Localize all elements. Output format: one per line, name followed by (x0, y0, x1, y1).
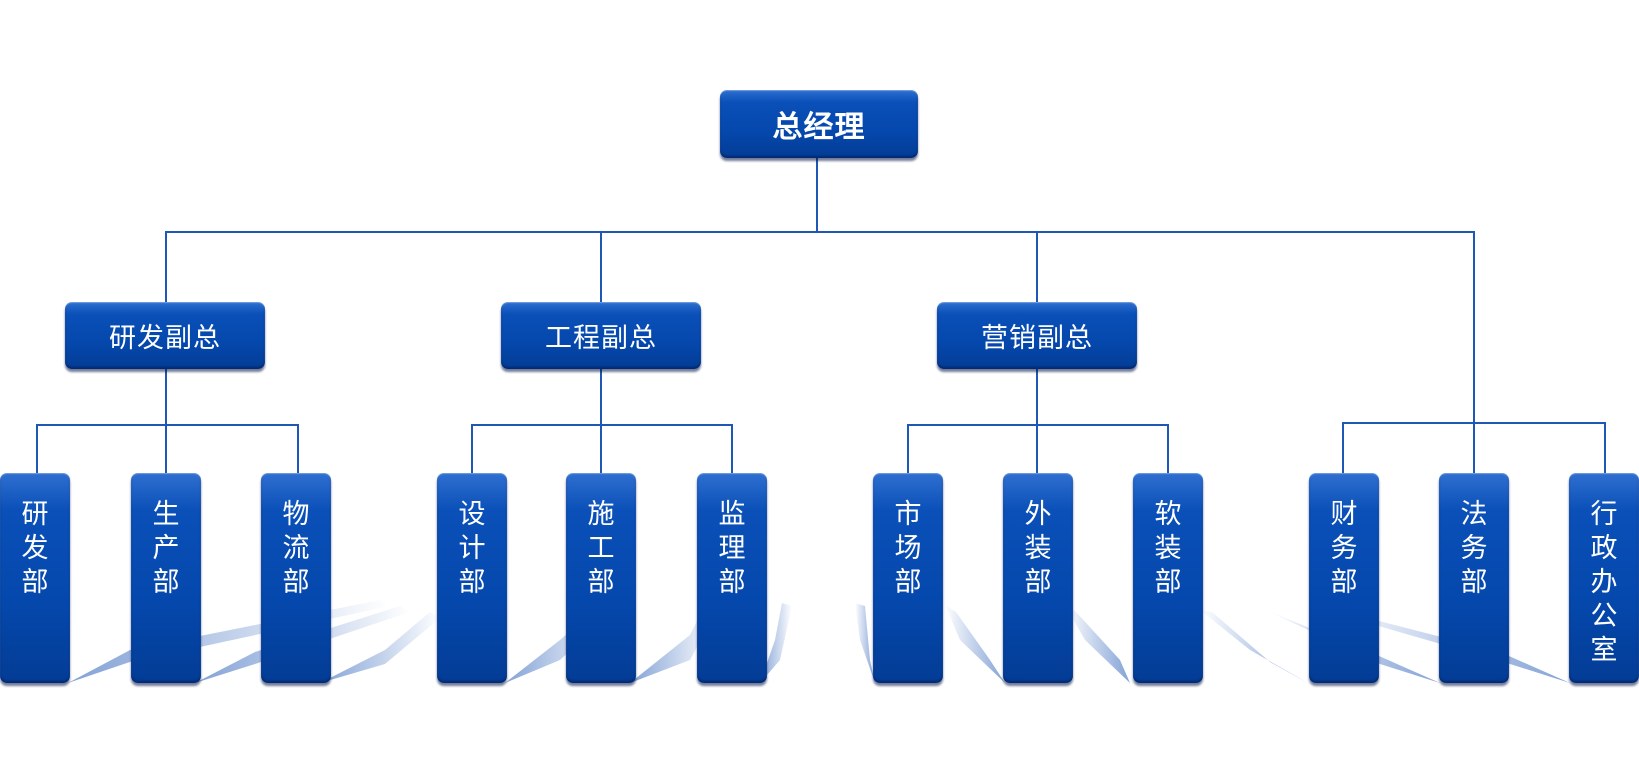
connector-group3-left (907, 424, 909, 474)
connector-vp1-down (165, 368, 167, 474)
root-node-general-manager: 总经理 (720, 90, 918, 158)
dept-node-label: 财务部 (1330, 499, 1358, 598)
connector-group3-right (1167, 424, 1169, 474)
dept-node-label: 市场部 (894, 499, 922, 598)
dept-node-admin-office: 行政办公室 (1569, 473, 1639, 683)
connector-group2-horizontal (471, 424, 733, 426)
dept-node-label: 行政办公室 (1590, 499, 1618, 666)
dept-node-label: 设计部 (458, 499, 486, 598)
dept-node-rnd: 研发部 (0, 473, 70, 683)
vp-node-label: 营销副总 (981, 323, 1093, 354)
vp-node-rnd: 研发副总 (65, 302, 265, 369)
connector-group4-left (1342, 422, 1344, 474)
connector-group3-horizontal (907, 424, 1169, 426)
root-node-label: 总经理 (772, 110, 866, 145)
dept-node-label: 外装部 (1024, 499, 1052, 598)
connector-group4-horizontal (1342, 422, 1606, 424)
dept-node-design: 设计部 (437, 473, 507, 683)
vp-node-label: 工程副总 (545, 323, 657, 354)
connector-top-horizontal (165, 231, 1475, 233)
connector-vp3-down (1036, 368, 1038, 474)
dept-node-label: 施工部 (587, 499, 615, 598)
connector-group4-right (1604, 422, 1606, 474)
dept-node-construction: 施工部 (566, 473, 636, 683)
dept-node-label: 物流部 (282, 499, 310, 598)
dept-node-logistics: 物流部 (261, 473, 331, 683)
connector-root-down (816, 158, 818, 232)
connector-group2-left (471, 424, 473, 474)
connector-vp2-down (600, 368, 602, 474)
vp-node-engineering: 工程副总 (501, 302, 701, 369)
dept-node-supervision: 监理部 (697, 473, 767, 683)
dept-node-legal: 法务部 (1439, 473, 1509, 683)
vp-node-label: 研发副总 (109, 323, 221, 354)
dept-node-label: 软装部 (1154, 499, 1182, 598)
dept-node-production: 生产部 (131, 473, 201, 683)
dept-node-label: 监理部 (718, 499, 746, 598)
connector-vp1-up (165, 231, 167, 303)
connector-vp3-up (1036, 231, 1038, 303)
dept-node-label: 生产部 (152, 499, 180, 598)
connector-group2-right (731, 424, 733, 474)
connector-group1-right (297, 424, 299, 474)
dept-node-finance: 财务部 (1309, 473, 1379, 683)
connector-vp2-up (600, 231, 602, 303)
dept-node-label: 法务部 (1460, 499, 1488, 598)
dept-node-market: 市场部 (873, 473, 943, 683)
dept-node-soft-furnishing: 软装部 (1133, 473, 1203, 683)
connector-group1-left (36, 424, 38, 474)
vp-node-marketing: 营销副总 (937, 302, 1137, 369)
dept-node-exterior: 外装部 (1003, 473, 1073, 683)
connector-right-down (1473, 231, 1475, 474)
dept-node-label: 研发部 (21, 499, 49, 598)
connector-group1-horizontal (36, 424, 299, 426)
